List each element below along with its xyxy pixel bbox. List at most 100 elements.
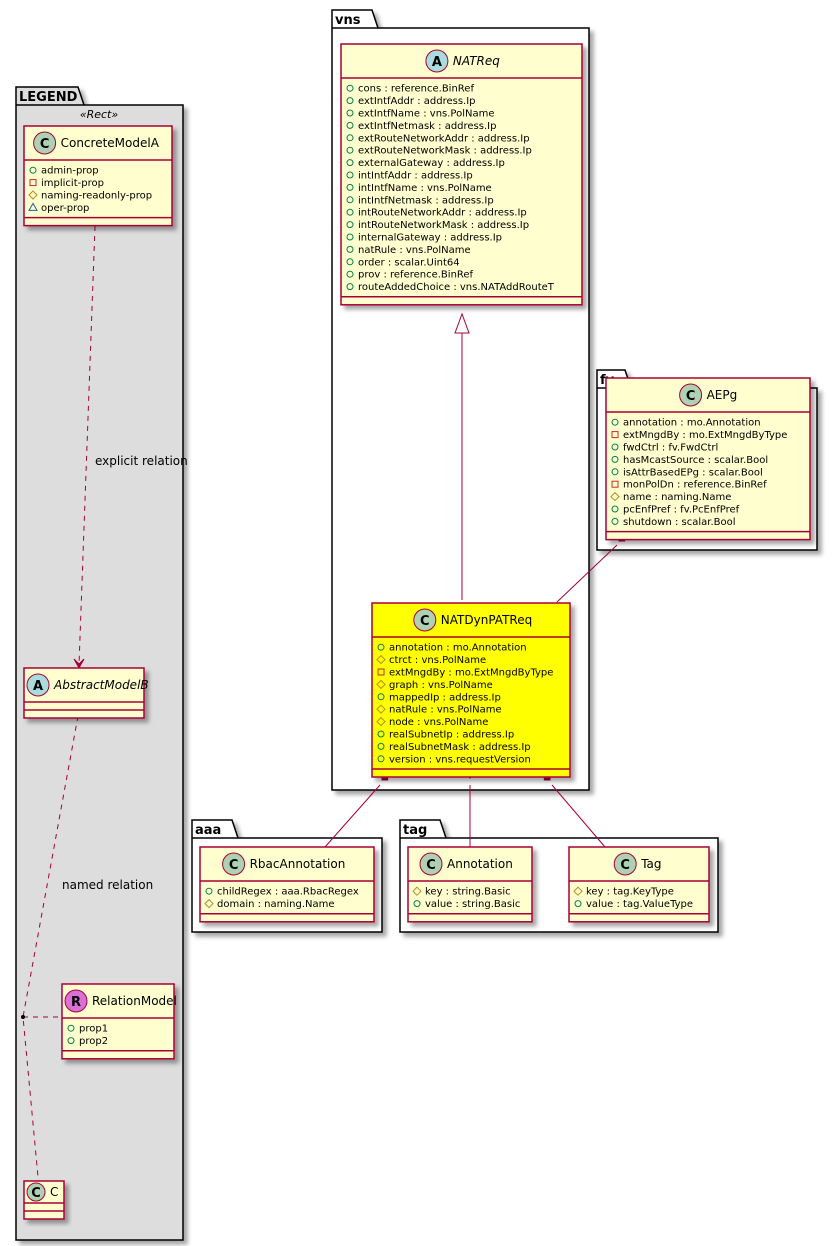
attribute-text: intIntfAddr : address.Ip (358, 171, 473, 182)
public-visibility-icon (611, 468, 619, 476)
attribute-text: key : tag.KeyType (586, 887, 674, 898)
class-box (568, 846, 710, 923)
attribute-row: extMngdBy : mo.ExtMngdByType (611, 430, 787, 441)
attribute-text: realSubnetIp : address.Ip (389, 730, 514, 741)
public-visibility-icon (346, 134, 354, 142)
attribute-row: value : tag.ValueType (574, 899, 693, 910)
public-visibility-icon (611, 517, 619, 525)
attribute-row: intIntfAddr : address.Ip (346, 171, 473, 182)
protected-visibility-icon (412, 886, 422, 896)
attribute-row: naming-readonly-prop (28, 190, 152, 202)
public-visibility-icon (346, 245, 354, 253)
public-visibility-icon (377, 755, 385, 763)
attribute-text: extRouteNetworkMask : address.Ip (358, 146, 532, 157)
public-visibility-icon (611, 443, 619, 451)
attribute-text: admin-prop (41, 166, 99, 177)
attribute-text: extMngdBy : mo.ExtMngdByType (623, 430, 787, 441)
attribute-text: order : scalar.Uint64 (358, 257, 460, 268)
attribute-row: intIntfNetmask : address.Ip (346, 195, 494, 206)
class-name: C (50, 1185, 58, 1199)
attribute-row: intIntfName : vns.PolName (346, 183, 492, 194)
attribute-row: ctrct : vns.PolName (376, 654, 486, 666)
svg-text:C: C (686, 389, 696, 404)
attribute-row: key : tag.KeyType (573, 886, 674, 898)
class-name: ConcreteModelA (61, 136, 160, 150)
attribute-row: domain : naming.Name (204, 898, 335, 910)
attribute-row: oper-prop (28, 202, 89, 214)
attribute-row: hasMcastSource : scalar.Bool (611, 455, 768, 466)
attribute-row: childRegex : aaa.RbacRegex (205, 887, 359, 898)
attribute-text: graph : vns.PolName (389, 680, 493, 691)
attribute-text: cons : reference.BinRef (358, 84, 474, 95)
svg-text:C: C (420, 614, 430, 629)
package-label: vns (335, 13, 361, 28)
public-visibility-icon (413, 900, 421, 908)
attribute-text: node : vns.PolName (389, 717, 488, 728)
public-visibility-icon (346, 84, 354, 92)
attribute-row: extIntfNetmask : address.Ip (346, 121, 496, 132)
class-spot-icon: C (222, 852, 246, 876)
attribute-row: isAttrBasedEPg : scalar.Bool (611, 467, 763, 478)
public-visibility-icon (346, 233, 354, 241)
svg-text:C: C (40, 137, 50, 152)
protected-visibility-icon (376, 654, 386, 665)
private-visibility-icon (377, 668, 385, 676)
public-visibility-icon (346, 121, 354, 129)
attribute-text: annotation : mo.Annotation (389, 643, 527, 654)
public-visibility-icon (67, 1037, 75, 1045)
public-visibility-icon (67, 1024, 75, 1032)
attribute-row: intRouteNetworkMask : address.Ip (346, 220, 529, 231)
attribute-text: prop1 (79, 1024, 108, 1035)
public-visibility-icon (377, 730, 385, 738)
named-relation-edge (22, 715, 79, 1199)
attribute-row: intRouteNetworkAddr : address.Ip (346, 208, 527, 219)
attribute-row: monPolDn : reference.BinRef (611, 480, 767, 491)
attribute-text: extRouteNetworkAddr : address.Ip (358, 133, 530, 144)
class-nat-dyn-pat-req[interactable]: C NATDynPATReq annotation : mo.Annotationc… (371, 602, 571, 778)
protected-visibility-icon (204, 898, 214, 909)
attribute-row: routeAddedChoice : vns.NATAddRouteT (346, 282, 555, 293)
class-name: Annotation (447, 857, 513, 871)
attribute-row: key : string.Basic (412, 886, 511, 898)
class-name: NATDynPATReq (441, 613, 532, 627)
attribute-row: extIntfName : vns.PolName (346, 109, 495, 120)
class-box (371, 602, 571, 778)
public-visibility-icon (611, 418, 619, 426)
attribute-row: admin-prop (29, 166, 99, 177)
explicit-relation-label: explicit relation (95, 454, 188, 468)
attribute-text: realSubnetMask : address.Ip (389, 742, 531, 753)
class-name: NATReq (453, 54, 500, 68)
public-visibility-icon (377, 693, 385, 701)
attribute-text: monPolDn : reference.BinRef (623, 480, 767, 491)
private-visibility-icon (611, 480, 619, 488)
public-visibility-icon (346, 171, 354, 179)
explicit-relation-edge (78, 225, 96, 666)
class-spot-icon: C (33, 131, 57, 155)
attribute-row: graph : vns.PolName (376, 679, 493, 691)
attribute-row: realSubnetIp : address.Ip (377, 730, 514, 741)
package-label: tag (403, 823, 427, 838)
attribute-text: oper-prop (41, 203, 89, 214)
class-spot-icon: C (413, 608, 437, 632)
attribute-text: key : string.Basic (425, 887, 511, 898)
protected-visibility-icon (376, 704, 386, 714)
attribute-text: fwdCtrl : fv.FwdCtrl (623, 443, 718, 454)
named-relation-label: named relation (62, 878, 153, 892)
private-visibility-icon (29, 179, 37, 187)
attribute-text: annotation : mo.Annotation (623, 418, 761, 429)
attribute-row: shutdown : scalar.Bool (611, 517, 736, 528)
svg-text:A: A (33, 679, 43, 694)
arrow-head-icon (73, 658, 85, 670)
attribute-row: internalGateway : address.Ip (346, 233, 502, 244)
public-visibility-icon (29, 166, 37, 174)
attribute-row: realSubnetMask : address.Ip (377, 742, 531, 753)
